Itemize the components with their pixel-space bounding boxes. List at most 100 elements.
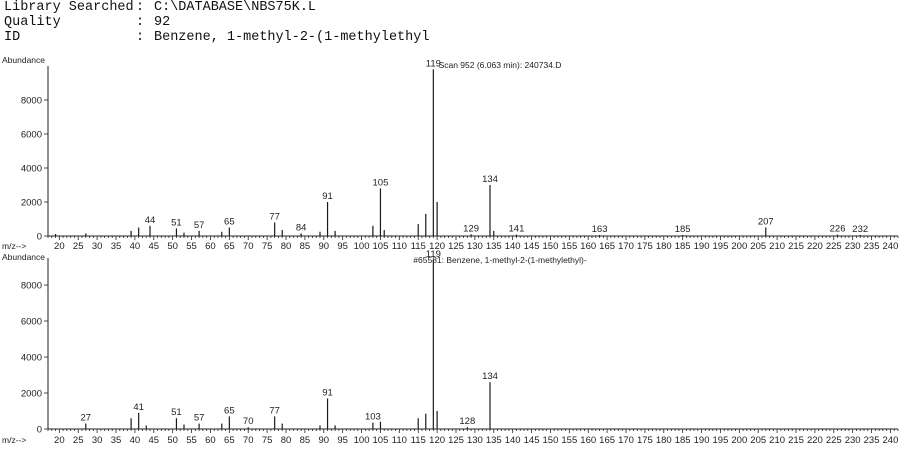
header-row-id: ID: Benzene, 1-methyl-2-(1-methylethyl [4,30,564,45]
x-tick-label: 130 [467,241,483,252]
x-tick-label: 60 [205,435,216,446]
x-tick-label: 230 [845,241,861,252]
x-tick-label: 135 [486,241,502,252]
peak-label: 51 [171,217,182,228]
x-axis-title: m/z--> [2,241,26,251]
header-colon: : [136,15,145,30]
header-row-quality: Quality:92 [4,15,564,30]
peak-label: 232 [852,224,868,235]
peak-label: 105 [373,177,389,188]
x-tick-label: 205 [750,435,766,446]
x-tick-label: 55 [186,241,197,252]
x-tick-label: 220 [807,435,823,446]
x-tick-label: 180 [656,435,672,446]
x-tick-label: 235 [864,435,880,446]
header-colon: : [136,0,145,15]
peak-label: 27 [80,413,91,424]
x-tick-label: 20 [54,241,65,252]
y-tick-label: 4000 [21,164,42,175]
peak-label: 129 [463,223,479,234]
x-tick-label: 165 [599,241,615,252]
x-tick-label: 205 [750,241,766,252]
header-label: Quality [4,15,61,30]
x-tick-label: 80 [281,241,292,252]
y-tick-label: 0 [37,232,42,243]
peak-label: 57 [194,220,205,231]
x-tick-label: 215 [788,241,804,252]
y-tick-label: 6000 [21,130,42,141]
x-tick-label: 95 [337,435,348,446]
peak-label: 185 [675,224,691,235]
x-tick-label: 160 [580,435,596,446]
y-tick-label: 8000 [21,281,42,292]
peak-label: 41 [133,402,144,413]
x-tick-label: 175 [637,241,653,252]
x-tick-label: 155 [561,435,577,446]
x-tick-label: 75 [262,435,273,446]
peak-label: 91 [322,191,333,202]
peak-label: 128 [459,416,475,427]
x-tick-label: 100 [354,241,370,252]
x-tick-label: 60 [205,241,216,252]
x-tick-label: 185 [675,241,691,252]
x-tick-label: 165 [599,435,615,446]
x-tick-label: 170 [618,241,634,252]
library-search-header: Library Searched:C:\DATABASE\NBS75K.L Qu… [4,0,564,45]
spectrum-title: #65581: Benzene, 1-methyl-2-(1-methyleth… [413,255,587,265]
y-tick-label: 6000 [21,317,42,328]
y-tick-label: 8000 [21,96,42,107]
x-tick-label: 70 [243,241,254,252]
peak-label: 163 [592,224,608,235]
x-tick-label: 210 [769,241,785,252]
x-axis-title: m/z--> [2,435,26,445]
x-tick-label: 200 [731,435,747,446]
peak-label: 119 [426,58,441,69]
x-tick-label: 140 [505,435,521,446]
x-tick-label: 145 [524,241,540,252]
x-tick-label: 225 [826,241,842,252]
peak-label: 84 [296,222,307,233]
y-tick-label: 2000 [21,389,42,400]
x-tick-label: 35 [111,435,122,446]
x-tick-label: 105 [373,241,389,252]
x-tick-label: 210 [769,435,785,446]
peak-label: 91 [322,387,333,398]
x-tick-label: 90 [318,435,329,446]
x-tick-label: 190 [694,241,710,252]
x-tick-label: 130 [467,435,483,446]
x-tick-label: 25 [73,435,84,446]
x-tick-label: 125 [448,241,464,252]
x-tick-label: 65 [224,435,235,446]
x-tick-label: 55 [186,435,197,446]
x-tick-label: 95 [337,241,348,252]
x-tick-label: 175 [637,435,653,446]
x-tick-label: 35 [111,241,122,252]
x-tick-label: 100 [354,435,370,446]
y-axis-title: Abundance [2,252,45,262]
x-tick-label: 240 [883,435,899,446]
x-tick-label: 120 [429,435,445,446]
x-tick-label: 110 [392,435,407,446]
x-tick-label: 65 [224,241,235,252]
peak-label: 103 [365,412,381,423]
x-tick-label: 115 [411,435,426,446]
header-row-library: Library Searched:C:\DATABASE\NBS75K.L [4,0,564,15]
x-tick-label: 170 [618,435,634,446]
x-tick-label: 140 [505,241,521,252]
header-label: ID [4,30,21,45]
x-tick-label: 135 [486,435,502,446]
compound-id: Benzene, 1-methyl-2-(1-methylethyl [154,30,430,45]
peak-label: 141 [509,224,525,235]
peak-label: 119 [426,249,441,260]
x-tick-label: 155 [561,241,577,252]
x-tick-label: 75 [262,241,273,252]
x-tick-label: 115 [411,241,426,252]
x-tick-label: 40 [130,435,141,446]
header-colon: : [136,30,145,45]
x-tick-label: 20 [54,435,65,446]
peak-label: 77 [269,405,280,416]
x-tick-label: 105 [373,435,389,446]
x-tick-label: 30 [92,241,103,252]
x-tick-label: 220 [807,241,823,252]
x-tick-label: 215 [788,435,804,446]
